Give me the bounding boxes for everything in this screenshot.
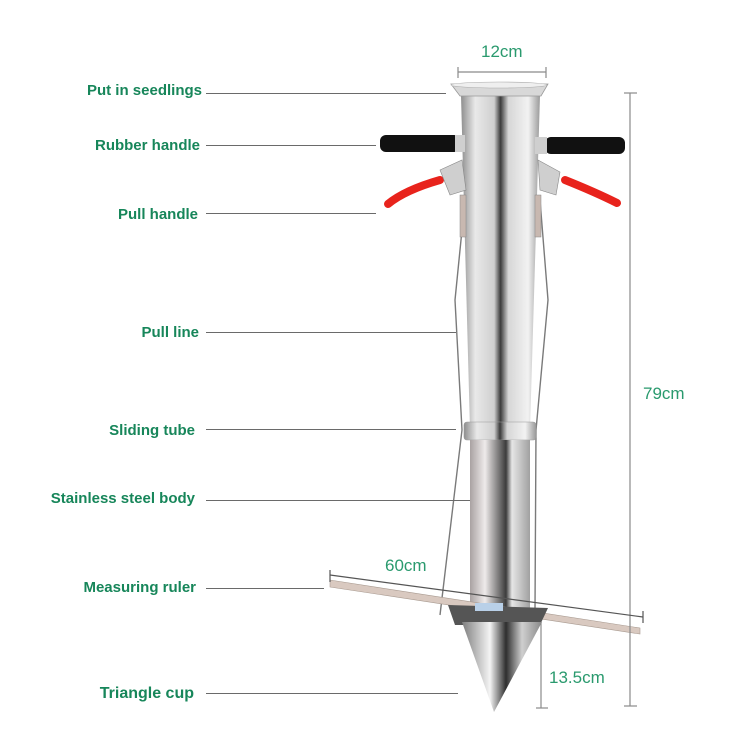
label-triangle-cup: Triangle cup: [99, 685, 194, 702]
label-stainless-steel-body: Stainless steel body: [50, 490, 195, 507]
pull-handle-left: [384, 176, 444, 208]
leader-stainless-steel-body: [206, 500, 470, 501]
leader-measuring-ruler: [206, 588, 324, 589]
label-pull-handle: Pull handle: [117, 206, 198, 223]
label-sliding-tube: Sliding tube: [109, 422, 195, 439]
leader-rubber-handle: [206, 145, 376, 146]
pull-handle-right: [561, 176, 621, 207]
upper-tube: [461, 95, 540, 430]
leader-put-in-seedlings: [206, 93, 446, 94]
pull-lines: [439, 199, 549, 616]
rubber-handle-right: [545, 137, 625, 154]
leader-pull-handle: [206, 213, 376, 214]
dimension-ruler-length: 60cm: [385, 556, 427, 575]
leader-sliding-tube: [206, 429, 456, 430]
leader-triangle-cup: [206, 693, 458, 694]
label-rubber-handle: Rubber handle: [94, 137, 200, 154]
dimension-total-height: 79cm: [643, 384, 685, 403]
label-put-in-seedlings: Put in seedlings: [86, 82, 202, 99]
lower-body: [470, 440, 530, 610]
leader-pull-line: [206, 332, 456, 333]
label-measuring-ruler: Measuring ruler: [83, 579, 196, 596]
dimension-cup-height: 13.5cm: [549, 668, 605, 687]
label-pull-line: Pull line: [141, 324, 199, 341]
dimension-top-width: 12cm: [481, 42, 523, 61]
rubber-handle-left: [380, 135, 460, 152]
triangle-cup: [462, 622, 542, 712]
